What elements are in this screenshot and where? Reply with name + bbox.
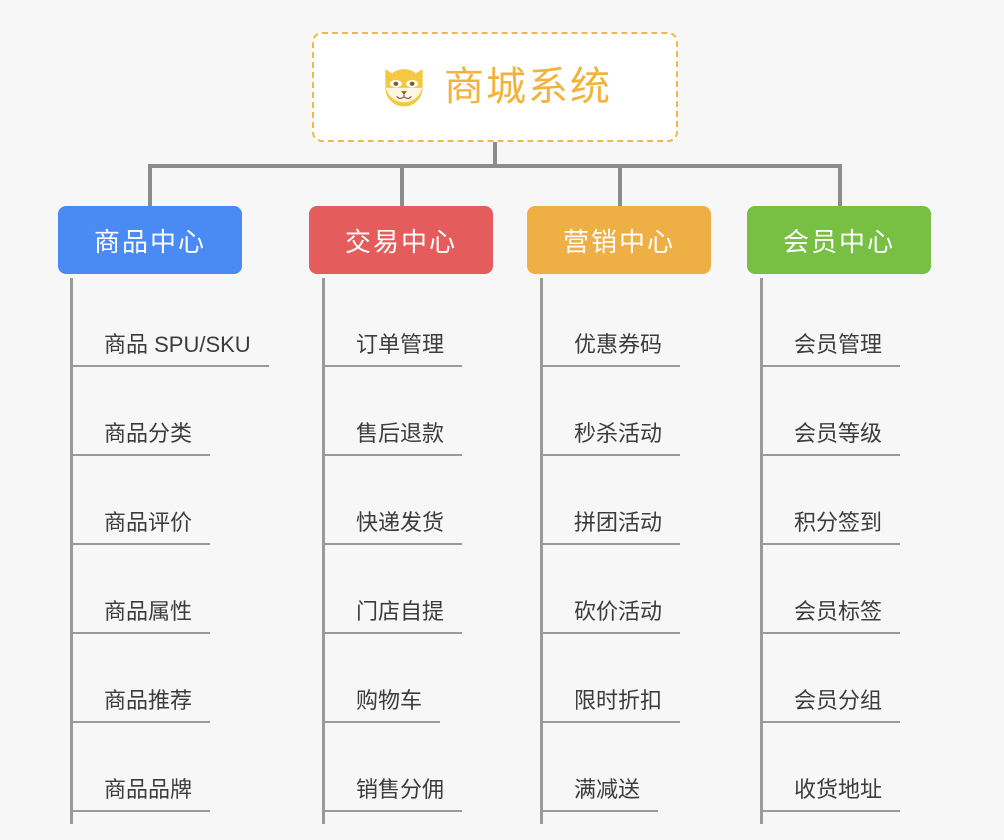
list-item-label: 商品 SPU/SKU [104, 331, 251, 357]
list-item-label: 快递发货 [356, 509, 445, 535]
list-item[interactable]: 商品 SPU/SKU [70, 278, 269, 367]
list-item-label: 商品分类 [104, 420, 193, 446]
list-item-label: 订单管理 [356, 331, 445, 357]
list-item-label: 优惠券码 [574, 331, 663, 357]
connector-drop-2 [400, 164, 404, 206]
list-item[interactable]: 门店自提 [322, 545, 463, 634]
list-item[interactable]: 会员等级 [760, 367, 901, 456]
list-item-label: 会员分组 [794, 687, 883, 713]
list-item-label: 门店自提 [356, 598, 445, 624]
category-header-label: 商品中心 [93, 226, 206, 257]
list-item-label: 秒杀活动 [574, 420, 663, 446]
connector-drop-1 [148, 164, 152, 206]
category-header-label: 会员中心 [782, 226, 895, 257]
list-item-label: 会员等级 [794, 420, 883, 446]
list-item[interactable]: 积分签到 [760, 456, 901, 545]
category-header-2[interactable]: 营销中心 [527, 206, 711, 274]
column-spine [322, 278, 325, 824]
list-item[interactable]: 商品属性 [70, 545, 211, 634]
root-node[interactable]: 商城系统 [312, 32, 678, 142]
list-item-label: 商品评价 [104, 509, 193, 535]
list-item[interactable]: 优惠券码 [540, 278, 681, 367]
list-item-label: 收货地址 [794, 776, 883, 802]
list-item[interactable]: 会员管理 [760, 278, 901, 367]
list-item-label: 积分签到 [794, 509, 883, 535]
list-item[interactable]: 满减送 [540, 723, 659, 812]
column-spine [540, 278, 543, 824]
list-item[interactable]: 收货地址 [760, 723, 901, 812]
list-item[interactable]: 会员标签 [760, 545, 901, 634]
list-item[interactable]: 售后退款 [322, 367, 463, 456]
list-item[interactable]: 商品分类 [70, 367, 211, 456]
list-item[interactable]: 购物车 [322, 634, 441, 723]
connector-root-stem [493, 142, 497, 168]
list-item[interactable]: 秒杀活动 [540, 367, 681, 456]
list-item[interactable]: 会员分组 [760, 634, 901, 723]
list-item-label: 会员标签 [794, 598, 883, 624]
list-item-label: 商品属性 [104, 598, 193, 624]
list-item[interactable]: 拼团活动 [540, 456, 681, 545]
list-item-label: 商品推荐 [104, 687, 193, 713]
category-header-label: 营销中心 [562, 226, 675, 257]
connector-drop-4 [838, 164, 842, 206]
list-item-label: 满减送 [574, 776, 641, 802]
connector-drop-3 [618, 164, 622, 206]
list-item[interactable]: 快递发货 [322, 456, 463, 545]
list-item-label: 拼团活动 [574, 509, 663, 535]
category-header-0[interactable]: 商品中心 [58, 206, 242, 274]
shiba-dog-icon [385, 69, 423, 107]
list-item[interactable]: 商品品牌 [70, 723, 211, 812]
list-item-label: 售后退款 [356, 420, 445, 446]
list-item[interactable]: 商品评价 [70, 456, 211, 545]
list-item-label: 商品品牌 [104, 776, 193, 802]
list-item-label: 购物车 [356, 687, 423, 713]
list-item[interactable]: 砍价活动 [540, 545, 681, 634]
column-spine [70, 278, 73, 824]
connector-horizontal-bus [150, 164, 840, 168]
column-spine [760, 278, 763, 824]
root-title: 商城系统 [444, 65, 612, 109]
category-header-label: 交易中心 [344, 226, 457, 257]
list-item[interactable]: 商品推荐 [70, 634, 211, 723]
category-header-3[interactable]: 会员中心 [747, 206, 931, 274]
list-item[interactable]: 限时折扣 [540, 634, 681, 723]
list-item-label: 销售分佣 [356, 776, 445, 802]
list-item[interactable]: 销售分佣 [322, 723, 463, 812]
list-item-label: 限时折扣 [574, 687, 663, 713]
category-header-1[interactable]: 交易中心 [309, 206, 493, 274]
list-item-label: 砍价活动 [574, 598, 663, 624]
list-item[interactable]: 订单管理 [322, 278, 463, 367]
list-item-label: 会员管理 [794, 331, 883, 357]
